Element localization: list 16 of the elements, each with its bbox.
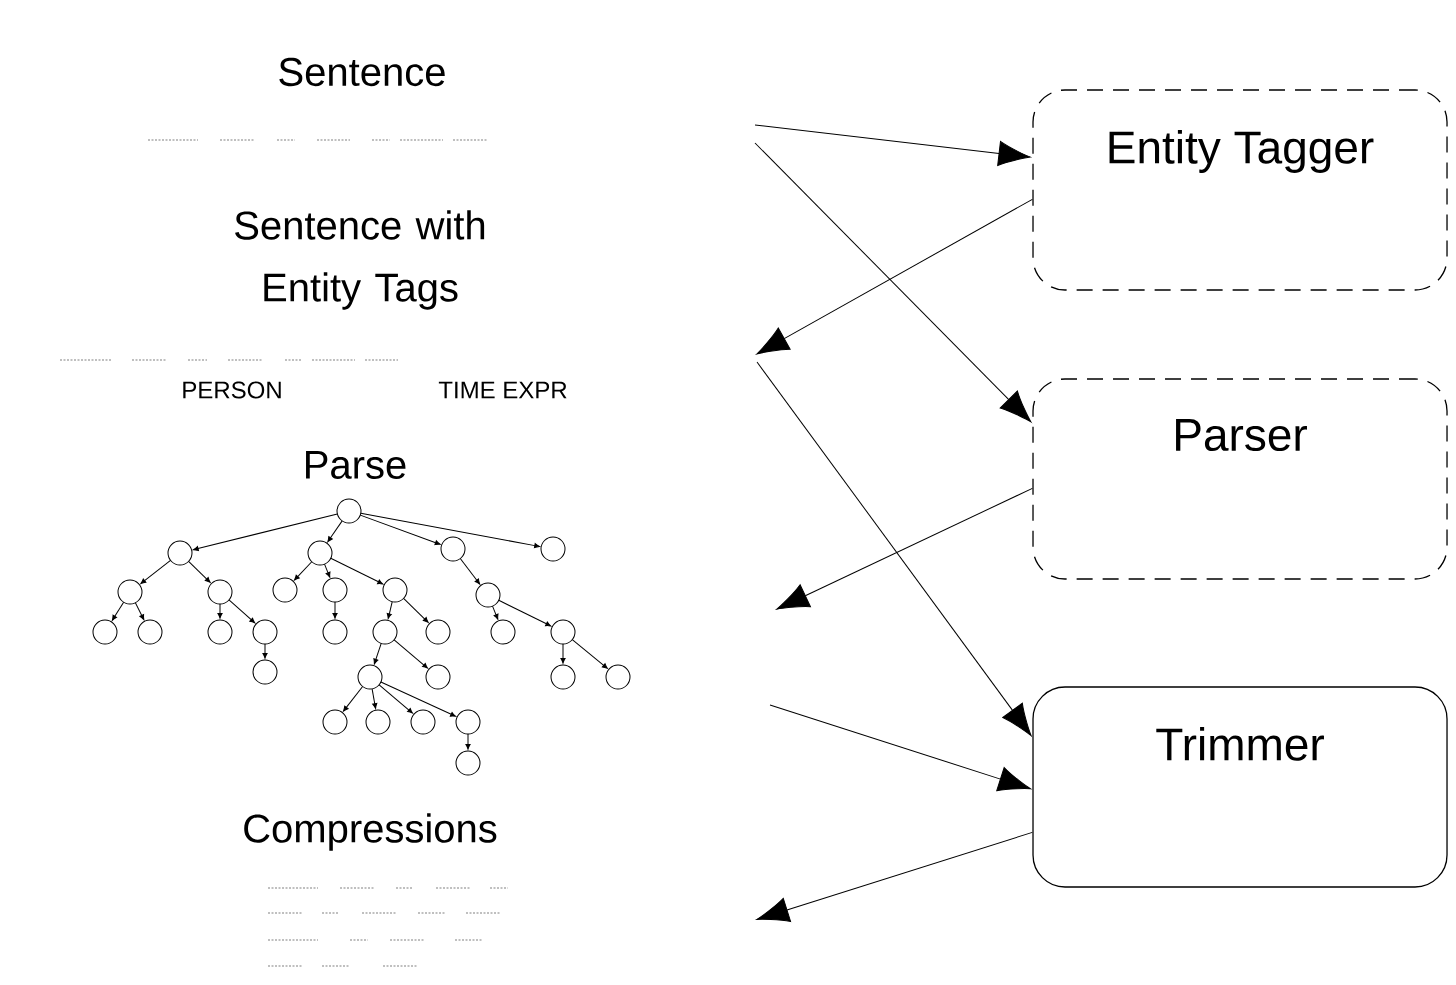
heading: Compressions: [244, 813, 497, 851]
heading: Sentence: [279, 57, 445, 87]
arrow: [754, 142, 1032, 423]
process-box: Parser: [1032, 378, 1448, 580]
process-box: Trimmer: [1032, 686, 1448, 888]
arrow: [754, 124, 1031, 166]
heading: Parse: [306, 451, 406, 479]
arrow: [756, 198, 1033, 355]
heading: Sentence with Entity Tags: [235, 210, 485, 310]
arrow: [769, 704, 1031, 792]
tag-label: PERSON: [183, 381, 281, 399]
tag-label: TIME EXPR: [438, 381, 567, 399]
arrow: [756, 361, 1032, 737]
arrow: [756, 831, 1033, 922]
arrow: [776, 487, 1033, 610]
process-box: Entity Tagger: [1032, 89, 1448, 291]
